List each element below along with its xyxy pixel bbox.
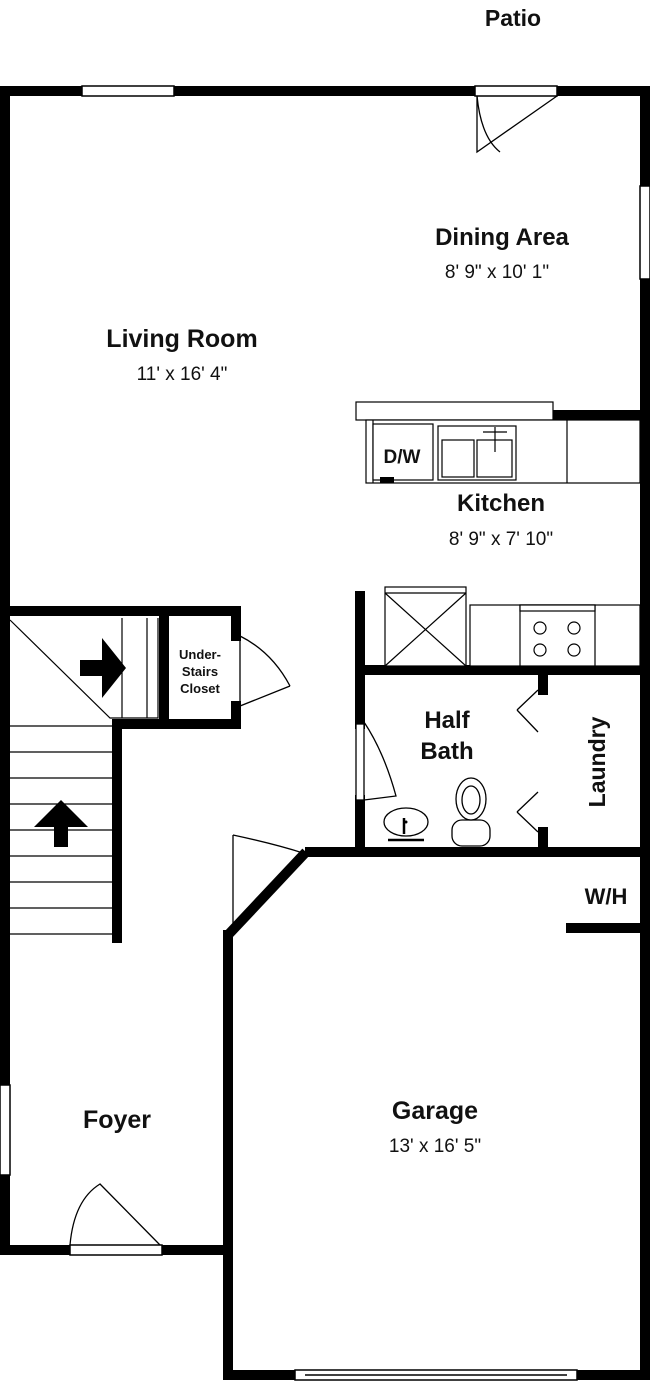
toilet-tank xyxy=(451,819,491,847)
foyer-window xyxy=(0,1084,11,1176)
patio-door-opening xyxy=(474,85,558,97)
closet-door-arc xyxy=(239,635,291,687)
sink-faucet-icon xyxy=(388,818,424,842)
stair-arrow-up-icon xyxy=(34,800,88,847)
half-bath-label-line1: Half xyxy=(424,707,470,734)
sink-basin-left xyxy=(441,439,475,478)
garage-angled-wall xyxy=(224,848,310,939)
burner-icon xyxy=(567,643,581,657)
foyer-label: Foyer xyxy=(83,1106,151,1134)
laundry-bifold-bottom xyxy=(516,791,539,833)
closet-label-line1: Under- xyxy=(179,647,221,662)
patio-door-swing xyxy=(476,95,558,154)
bath-door-leaf xyxy=(355,723,365,801)
front-door-opening xyxy=(69,1244,163,1256)
refrigerator xyxy=(384,586,467,667)
dining-dims: 8' 9" x 10' 1" xyxy=(445,262,549,283)
kitchen-bar-counter xyxy=(355,401,554,421)
burner-icon xyxy=(533,643,547,657)
living-dims: 11' x 16' 4" xyxy=(137,364,228,385)
windows xyxy=(0,85,650,1381)
dining-window xyxy=(639,185,650,280)
living-label: Living Room xyxy=(106,325,257,353)
doors xyxy=(69,95,558,1246)
dining-label: Dining Area xyxy=(435,224,569,251)
burner-icon xyxy=(567,621,581,635)
garage-door-arc xyxy=(232,834,304,854)
half-bath-label-line2: Bath xyxy=(420,738,473,765)
fridge-cross-b xyxy=(384,592,467,667)
laundry-label: Laundry xyxy=(584,716,610,807)
stair-arrow-right-icon xyxy=(80,638,126,698)
dishwasher-label: D/W xyxy=(384,447,421,468)
front-door-swing xyxy=(69,1183,161,1246)
garage-door-swing xyxy=(232,835,304,927)
toilet-seat xyxy=(461,785,481,815)
dishwasher xyxy=(372,423,434,481)
interior-walls xyxy=(5,410,645,943)
burner-icon xyxy=(533,621,547,635)
kitchen-dims: 8' 9" x 7' 10" xyxy=(449,529,553,550)
patio-label: Patio xyxy=(485,5,541,31)
closet-door-swing xyxy=(239,636,291,707)
garage-label: Garage xyxy=(392,1097,478,1125)
closet-label-line2: Stairs xyxy=(182,664,218,679)
kitchen-fixtures xyxy=(355,401,641,667)
garage-dims: 13' x 16' 5" xyxy=(389,1136,481,1157)
sink-drain xyxy=(404,820,408,824)
laundry-bifold-top xyxy=(516,689,539,733)
patio-door-arc xyxy=(476,95,501,153)
range-backsplash xyxy=(519,604,596,612)
closet-label-line3: Closet xyxy=(180,681,220,696)
living-window xyxy=(81,85,175,97)
water-heater-label: W/H xyxy=(585,884,628,909)
range-stove xyxy=(519,604,596,667)
kitchen-label: Kitchen xyxy=(457,490,545,517)
stair-landing-outline xyxy=(9,618,159,719)
dishwasher-handle xyxy=(380,477,394,483)
faucet-icon xyxy=(483,427,507,452)
